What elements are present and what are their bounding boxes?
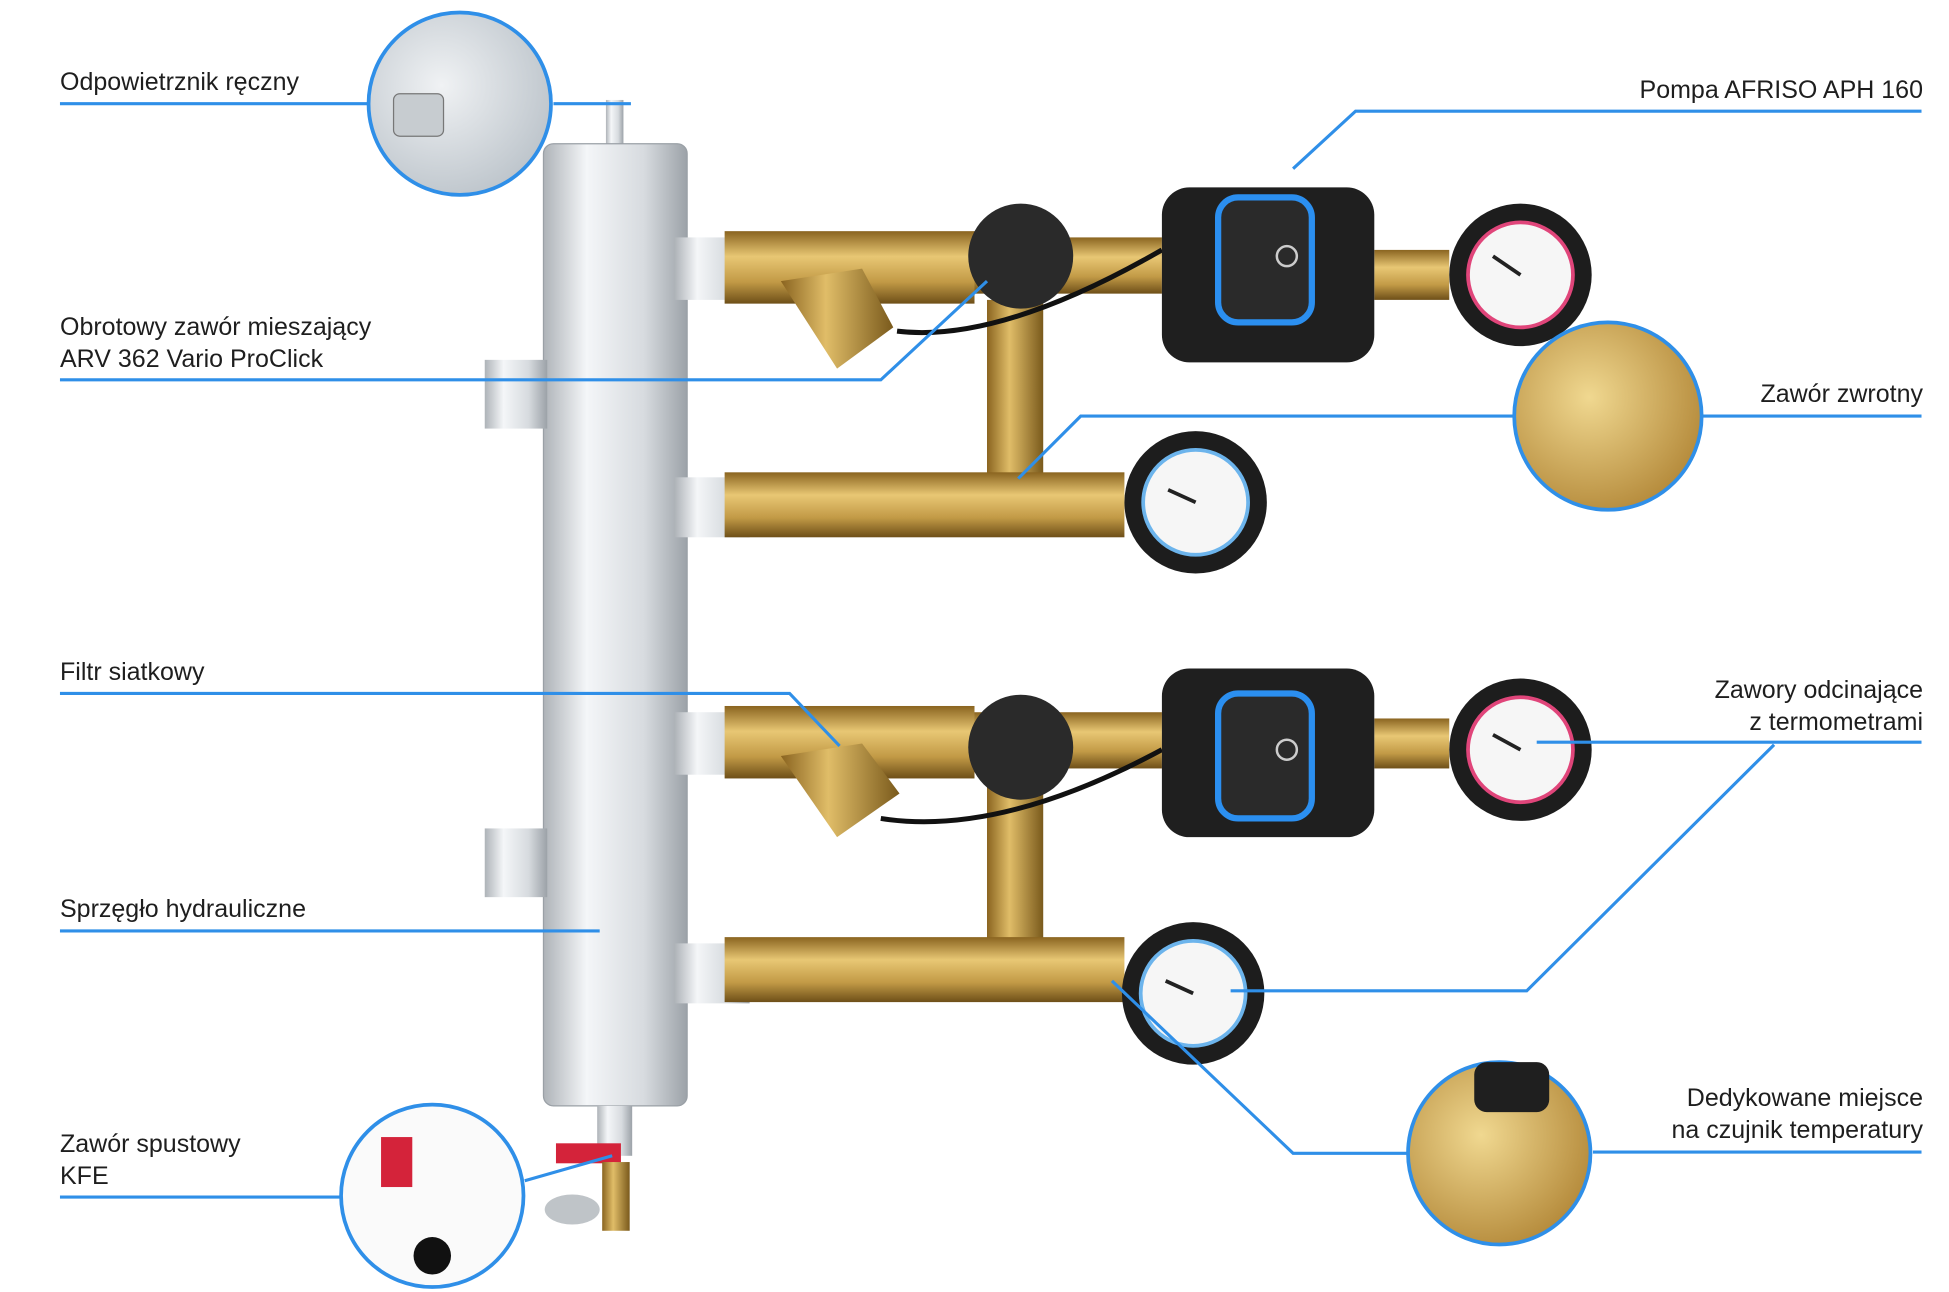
inset-check-valve [1512, 320, 1704, 512]
label-text: KFE [60, 1162, 109, 1190]
inset-manual-vent [366, 10, 553, 197]
label-text: Zawór zwrotny [1760, 380, 1923, 408]
label-manual-vent: Odpowietrznik ręczny [60, 66, 299, 98]
label-text: z termometrami [1749, 708, 1923, 736]
label-text: Filtr siatkowy [60, 658, 205, 686]
label-strainer: Filtr siatkowy [60, 656, 204, 688]
label-pump: Pompa AFRISO APH 160 [1640, 74, 1923, 106]
inset-drain-valve [339, 1102, 526, 1289]
label-text: na czujnik temperatury [1671, 1116, 1923, 1144]
label-mixing-valve: Obrotowy zawór mieszający ARV 362 Vario … [60, 311, 371, 375]
thermometer-valves [1121, 203, 1592, 1065]
circulation-pumps [1161, 187, 1375, 838]
label-hydraulic-separator: Sprzęgło hydrauliczne [60, 893, 306, 925]
label-text: Sprzęgło hydrauliczne [60, 895, 306, 923]
label-text: ARV 362 Vario ProClick [60, 345, 324, 373]
label-text: Obrotowy zawór mieszający [60, 313, 372, 341]
label-text: Zawór spustowy [60, 1130, 241, 1158]
label-shutoff-valves: Zawory odcinające z termometrami [1715, 674, 1923, 738]
label-text: Dedykowane miejsce [1686, 1084, 1923, 1112]
label-drain-valve: Zawór spustowy KFE [60, 1128, 241, 1192]
label-sensor-place: Dedykowane miejsce na czujnik temperatur… [1671, 1082, 1923, 1146]
label-text: Odpowietrznik ręczny [60, 68, 299, 96]
hydraulic-separator [484, 99, 688, 1231]
label-check-valve: Zawór zwrotny [1760, 378, 1923, 410]
inset-sensor-place [1406, 1060, 1593, 1247]
mixing-valve-actuators [880, 203, 1164, 825]
label-text: Pompa AFRISO APH 160 [1639, 76, 1923, 104]
label-text: Zawory odcinające [1714, 676, 1923, 704]
callout-lines [59, 102, 1922, 1199]
